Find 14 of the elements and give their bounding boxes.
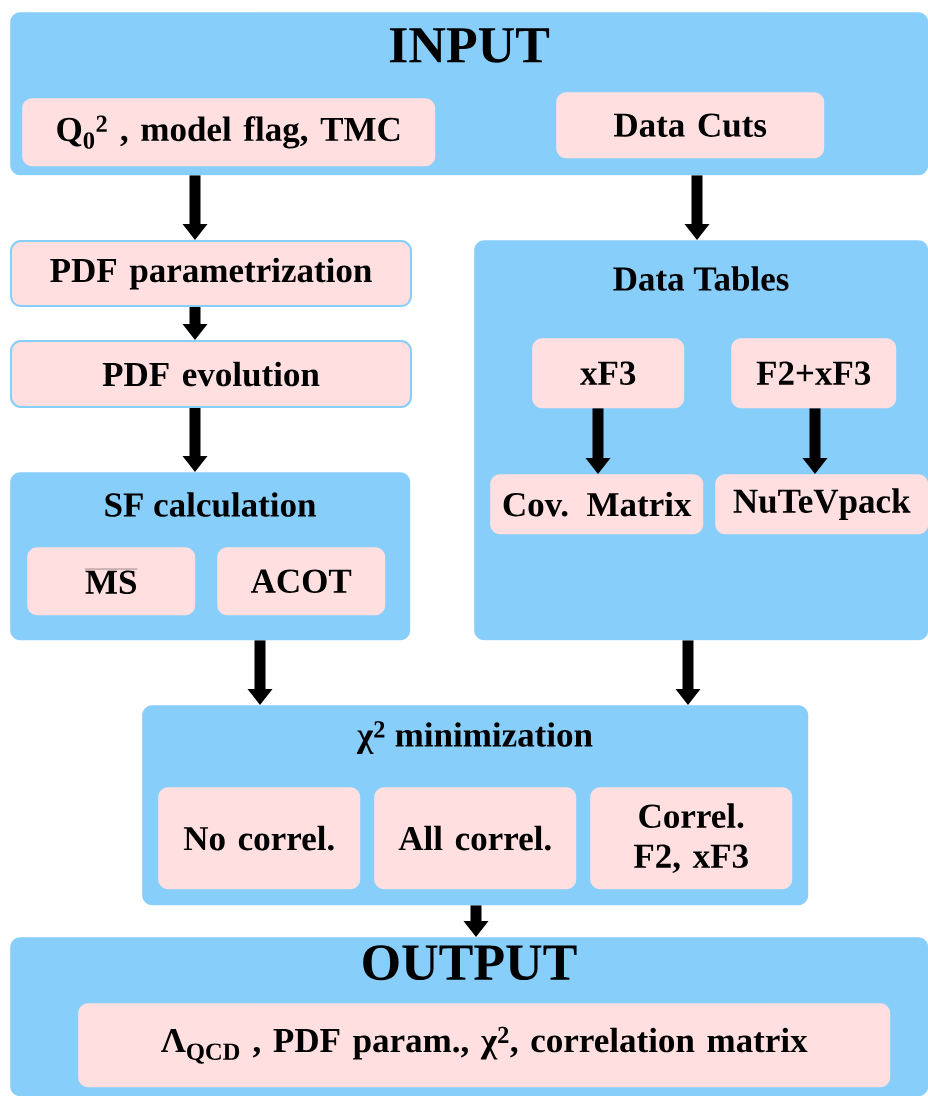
scheme-box: ACOT — [217, 547, 386, 616]
option-box: Correl. F2, xF3 — [590, 787, 793, 890]
process-box: PDF evolution — [10, 340, 412, 408]
table-box: F2+xF3 — [731, 338, 897, 409]
result-box: Λ$_{QCD}$ , PDF param., χ$^{2}$, correlation matrix — [78, 1003, 891, 1088]
parameter-box: Q$_{0}$$^{2}$ , model flag, TMC — [22, 98, 436, 167]
package-box: NuTeVpack — [715, 474, 928, 535]
scheme-box: MS — [27, 547, 196, 616]
matrix-box: Cov. Matrix — [490, 474, 704, 535]
option-box: All correl. — [374, 787, 577, 890]
data-cuts-box: Data Cuts — [556, 92, 825, 159]
process-box: PDF parametrization — [10, 240, 412, 307]
option-box: No correl. — [158, 787, 361, 890]
table-box: xF3 — [532, 338, 685, 409]
